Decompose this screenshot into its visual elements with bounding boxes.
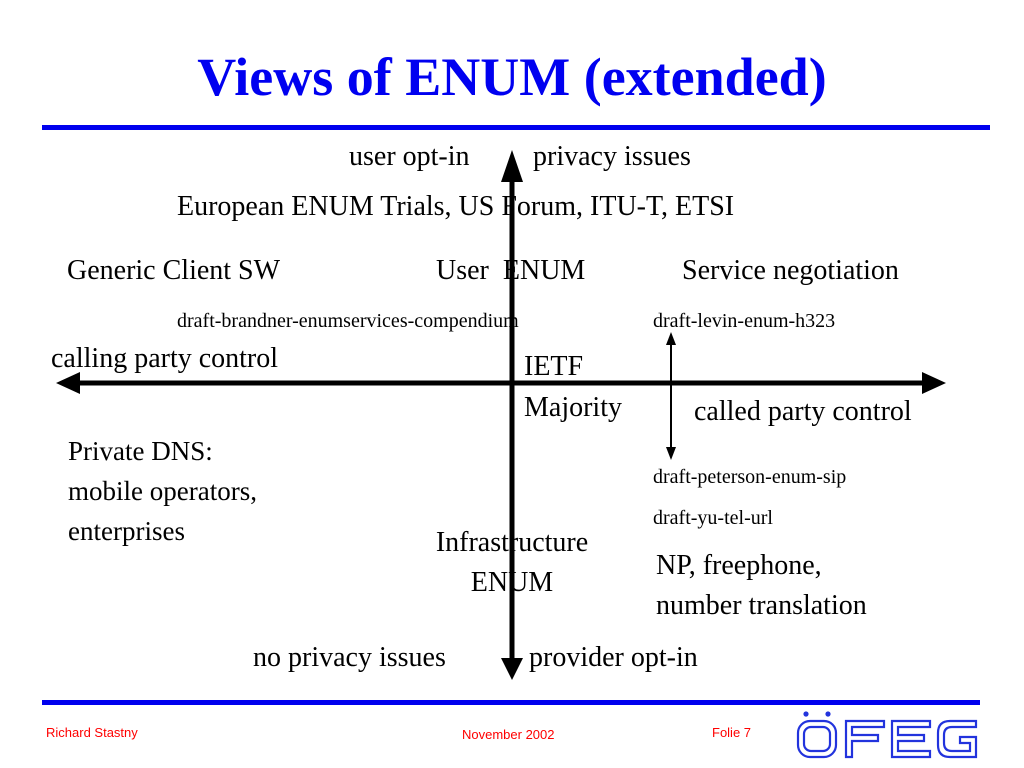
label-majority: Majority bbox=[524, 392, 622, 423]
label-draft-levin: draft-levin-enum-h323 bbox=[653, 310, 836, 332]
label-np-freephone: NP, freephone, number translation bbox=[656, 550, 867, 621]
footer-date: November 2002 bbox=[462, 727, 555, 742]
label-user-opt-in: user opt-in bbox=[349, 141, 470, 172]
slide-title: Views of ENUM (extended) bbox=[197, 47, 827, 107]
horizontal-axis-arrow-right bbox=[922, 372, 946, 394]
label-user-enum: User ENUM bbox=[436, 255, 586, 286]
double-arrow-down-head bbox=[666, 447, 676, 460]
label-called-party-control: called party control bbox=[694, 396, 912, 427]
horizontal-axis-arrow-left bbox=[56, 372, 80, 394]
label-infrastructure-enum: Infrastructure ENUM bbox=[435, 527, 589, 598]
vertical-axis-arrow-up bbox=[501, 150, 523, 182]
label-calling-party-control: calling party control bbox=[51, 343, 279, 374]
title-divider bbox=[42, 125, 990, 130]
label-provider-opt-in: provider opt-in bbox=[529, 642, 698, 673]
footer-author: Richard Stastny bbox=[46, 725, 138, 740]
label-private-dns: Private DNS: mobile operators, enterpris… bbox=[68, 436, 257, 546]
label-ietf: IETF bbox=[524, 351, 584, 382]
label-generic-client-sw: Generic Client SW bbox=[67, 255, 281, 286]
label-privacy-issues: privacy issues bbox=[533, 141, 691, 172]
label-draft-brandner: draft-brandner-enumservices-compendium bbox=[177, 310, 519, 332]
vertical-axis-arrow-down bbox=[501, 658, 523, 680]
label-no-privacy-issues: no privacy issues bbox=[253, 642, 446, 673]
label-service-negotiation: Service negotiation bbox=[682, 255, 899, 286]
label-draft-peterson: draft-peterson-enum-sip bbox=[653, 466, 847, 488]
label-standards-bodies: European ENUM Trials, US Forum, ITU-T, E… bbox=[177, 191, 735, 222]
footer-slide-number: Folie 7 bbox=[712, 725, 752, 740]
double-arrow-up-head bbox=[666, 332, 676, 345]
label-draft-yu: draft-yu-tel-url bbox=[653, 507, 773, 529]
ofeg-logo bbox=[796, 711, 978, 759]
footer-divider bbox=[42, 700, 980, 705]
